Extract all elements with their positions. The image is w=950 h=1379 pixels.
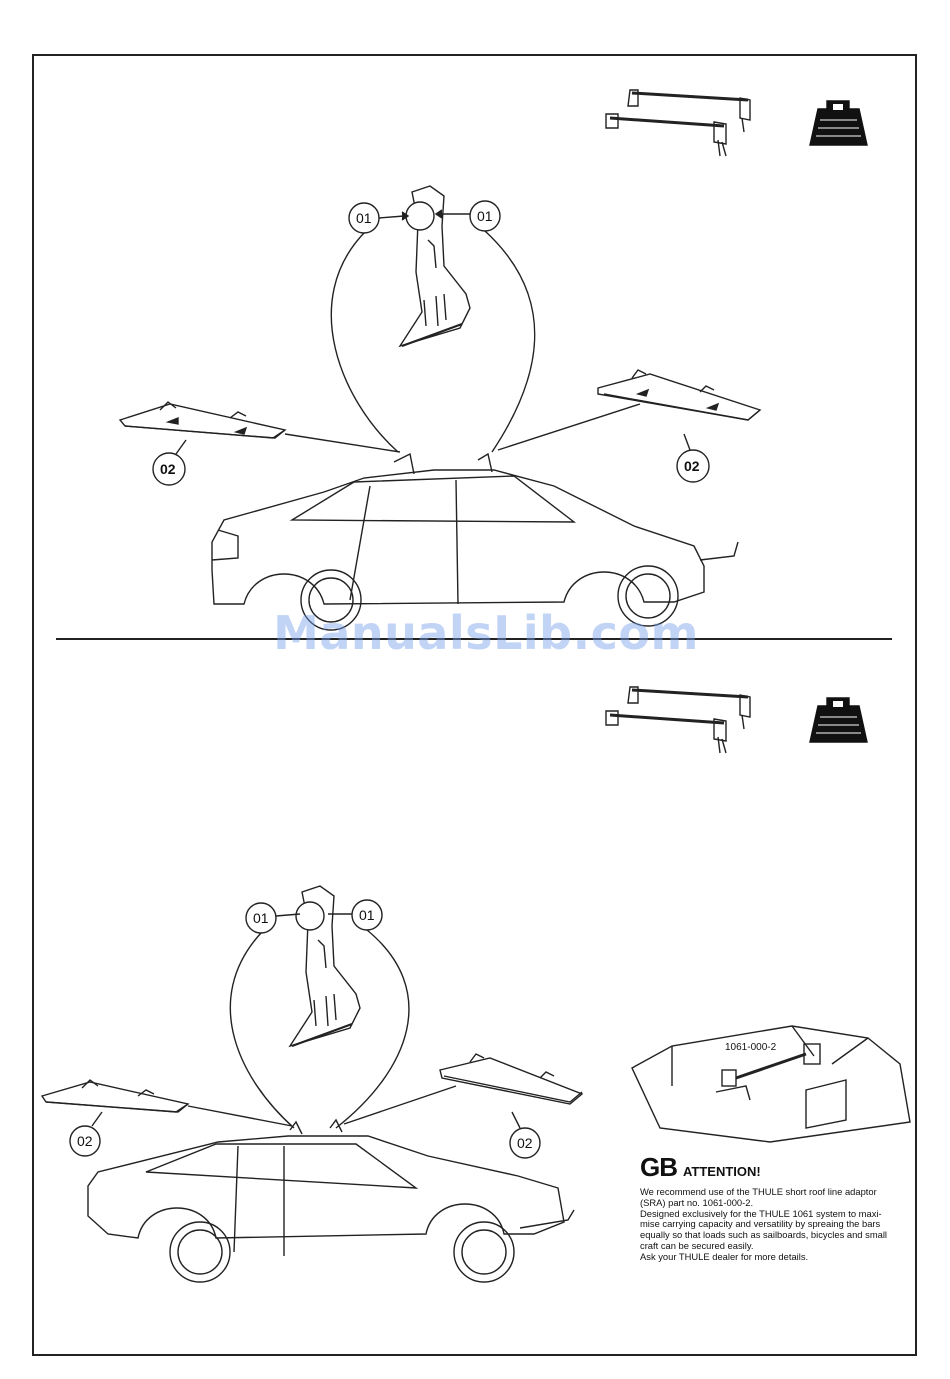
notice-line: mise carrying capacity and versatility b… [640, 1218, 881, 1230]
callout-label: 02 [77, 1133, 93, 1149]
notice-line: We recommend use of the THULE short roof… [640, 1186, 877, 1197]
section-divider [56, 638, 892, 640]
callout-label: 02 [160, 461, 176, 477]
foot-left [40, 1079, 293, 1127]
callout-02-left [152, 452, 186, 486]
notice-line: Designed exclusively for the THULE 1061 … [640, 1207, 882, 1219]
fitting-detail [288, 885, 361, 1048]
language-code: GB [640, 1152, 678, 1182]
watermark: ManualsLib.com [273, 606, 699, 660]
notice-line: equally so that loads such as sailboards… [640, 1229, 888, 1241]
roof-rack-icon [605, 89, 751, 157]
callout-02-left [69, 1125, 101, 1157]
fitting-detail [398, 185, 471, 348]
callout-label: 02 [684, 458, 700, 474]
callout-label: 02 [517, 1135, 533, 1151]
weight-icon [809, 697, 868, 743]
car-sedan [87, 1118, 575, 1283]
weight-icon [809, 100, 868, 146]
callout-02-right [676, 449, 710, 483]
notice-line: (SRA) part no. 1061-000-2. [640, 1196, 754, 1208]
car-hatchback [211, 452, 739, 631]
notice-line: craft can be secured easily. [640, 1239, 754, 1251]
foot-right [343, 1053, 584, 1125]
callout-label: 01 [356, 210, 372, 226]
callout-01-right [434, 200, 501, 232]
callout-label: 01 [253, 910, 269, 926]
notice-body: We recommend use of the THULE short roof… [640, 1186, 912, 1263]
callout-01-left [348, 202, 410, 234]
attention-notice: GB ATTENTION! We recommend use of the THU… [640, 1152, 912, 1263]
callout-label: 01 [477, 208, 493, 224]
adaptor-part-number: 1061-000-2 [725, 1042, 777, 1053]
foot-right [497, 369, 762, 451]
callout-label: 01 [359, 907, 375, 923]
notice-heading: ATTENTION! [683, 1164, 761, 1179]
notice-line: Ask your THULE dealer for more details. [640, 1250, 809, 1262]
adaptor-detail [631, 1025, 911, 1143]
roof-rack-icon [605, 686, 751, 754]
callout-02-right [509, 1127, 541, 1159]
foot-left [118, 401, 401, 453]
page-frame [32, 54, 917, 1356]
